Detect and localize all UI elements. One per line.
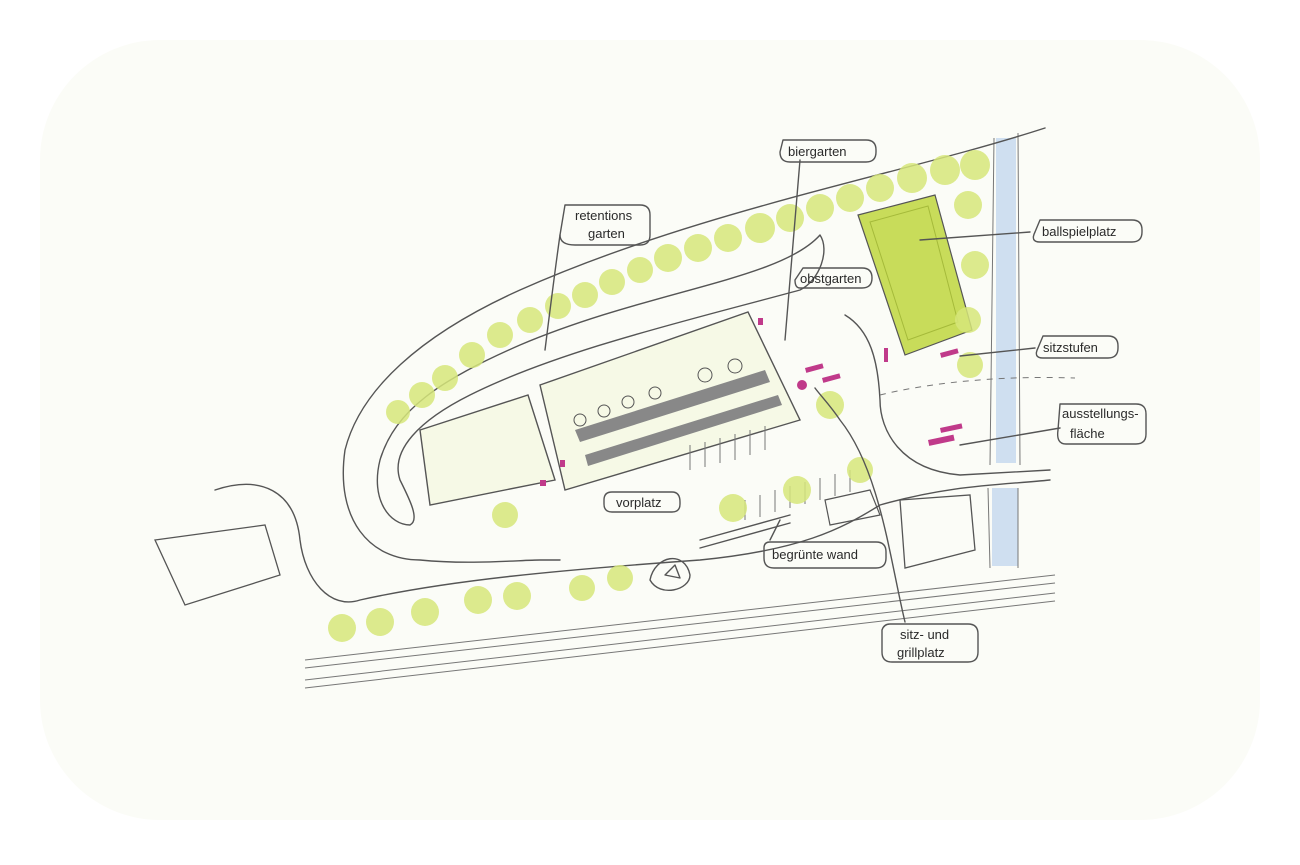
pavilion xyxy=(649,558,691,591)
canal xyxy=(987,132,1021,569)
label-retentionsgarten: retentions garten xyxy=(559,204,651,246)
label-text: sitzstufen xyxy=(1043,340,1098,355)
label-biergarten: biergarten xyxy=(779,139,877,163)
label-obstgarten: obstgarten xyxy=(794,267,873,289)
furniture-accents xyxy=(540,318,963,486)
skylight xyxy=(727,358,743,374)
label-text: biergarten xyxy=(788,144,847,159)
road-curve-left xyxy=(214,479,1051,603)
label-text: ballspielplatz xyxy=(1042,224,1116,239)
road-east xyxy=(844,314,1051,476)
label-text: vorplatz xyxy=(616,495,662,510)
skylight xyxy=(697,367,713,383)
leader-lines xyxy=(544,159,1061,623)
skylight xyxy=(621,395,635,409)
label-begruente-wand: begrünte wand xyxy=(763,541,887,569)
main-building xyxy=(419,311,801,506)
building-west xyxy=(154,524,281,606)
skylight xyxy=(597,404,611,418)
site-boundary xyxy=(342,127,1046,563)
label-text: sitz- und xyxy=(900,627,949,642)
label-sitzstufen: sitzstufen xyxy=(1035,335,1119,359)
label-vorplatz: vorplatz xyxy=(603,491,681,513)
label-sitz-und-grillplatz: sitz- und grillplatz xyxy=(881,623,979,663)
building-small xyxy=(824,489,881,526)
label-ausstellungsflaeche: ausstellungs- fläche xyxy=(1056,403,1147,445)
label-text: begrünte wand xyxy=(772,547,858,562)
tree-row-north xyxy=(386,150,990,424)
label-text: grillplatz xyxy=(897,645,945,660)
building-east xyxy=(899,494,976,569)
label-text: retentions xyxy=(575,208,633,223)
skylight xyxy=(573,413,587,427)
label-ballspielplatz: ballspielplatz xyxy=(1032,219,1143,243)
label-text: fläche xyxy=(1070,426,1105,441)
road-dashed xyxy=(879,376,1076,396)
tree-row-south xyxy=(328,391,873,642)
label-text: ausstellungs- xyxy=(1062,406,1139,421)
railway-tracks xyxy=(304,574,1056,689)
greened-wall xyxy=(699,514,791,549)
label-text: obstgarten xyxy=(800,271,861,286)
label-text: garten xyxy=(588,226,625,241)
retention-garden-path xyxy=(376,234,825,526)
skylight xyxy=(648,386,662,400)
